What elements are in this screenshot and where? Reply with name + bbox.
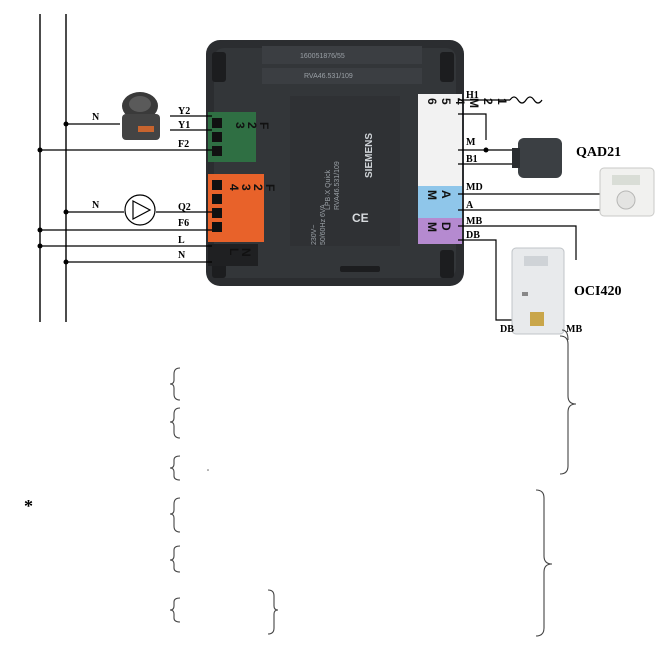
node-n-actuator <box>63 121 69 127</box>
top-code: 160051876/55 <box>300 53 345 60</box>
blue-terminal-number-1: A <box>439 190 453 199</box>
node-m <box>483 147 489 153</box>
purple-terminal-number-1: D <box>439 222 453 231</box>
power-terminal-number-1: N <box>239 248 253 257</box>
blue-terminal-number-0: M <box>425 190 439 200</box>
orange-terminal-number-1: 3 <box>239 184 253 191</box>
wire-h1-return <box>458 113 487 140</box>
label-oci-db: DB <box>500 324 514 335</box>
controller-body <box>206 40 464 286</box>
resistor-h1-icon <box>509 96 543 104</box>
power-terminal-number-0: L <box>227 248 241 255</box>
power-terminal-block <box>208 244 258 266</box>
label-a: A <box>466 200 474 211</box>
label-qad21: QAD21 <box>576 145 621 160</box>
label-f2: F2 <box>178 139 189 150</box>
orange-terminal-block <box>208 174 264 242</box>
label-b1: B1 <box>466 154 478 165</box>
white-terminal-number-3: M <box>467 98 481 108</box>
purple-terminal-block <box>418 218 462 244</box>
blue-terminal-block <box>418 186 462 218</box>
brand-label: SIEMENS <box>364 133 375 178</box>
side-text-group-2: 230V~ 50/60Hz 6VA <box>311 204 327 245</box>
label-y1: Y1 <box>178 120 190 131</box>
label-n-pump: N <box>92 200 100 211</box>
brace-left-6 <box>169 597 181 623</box>
brace-left-2 <box>169 407 181 439</box>
orange-terminal-number-3: F <box>263 184 277 191</box>
asterisk-mark: * <box>24 496 33 516</box>
wire-mb <box>458 225 577 260</box>
white-terminal-number-1: 5 <box>439 98 453 105</box>
green-terminal-number-2: F <box>257 122 271 129</box>
label-f6: F6 <box>178 218 189 229</box>
side-text-2: RVA46.531/109 <box>334 161 341 210</box>
brace-left-4 <box>169 497 181 533</box>
node-f2 <box>37 147 43 153</box>
white-terminal-block <box>418 94 462 186</box>
node-n-pump <box>63 209 69 215</box>
brace-left-3 <box>169 455 181 481</box>
side-text-group: LPB·X Quick RVA46.531/109 <box>325 161 341 210</box>
side-text-1: LPB·X Quick <box>325 169 332 210</box>
oci420-module <box>511 247 565 335</box>
white-terminal-number-4: 2 <box>481 98 495 105</box>
brace-left-1 <box>169 367 181 401</box>
dot-mark <box>207 469 209 471</box>
label-q2: Q2 <box>178 202 191 213</box>
label-l: L <box>178 235 185 246</box>
label-mb: MB <box>466 216 482 227</box>
wire-db <box>458 239 524 321</box>
orange-terminal-number-0: 4 <box>227 184 241 191</box>
node-l <box>37 243 43 249</box>
label-m: M <box>466 137 476 148</box>
node-n-bottom <box>63 259 69 265</box>
brace-right-1 <box>559 335 577 475</box>
side-text-3: 230V~ <box>311 225 318 245</box>
model-code: RVA46.531/109 <box>304 73 353 80</box>
node-f6 <box>37 227 43 233</box>
oci-mb-curve <box>561 329 569 341</box>
white-terminal-number-0: 6 <box>425 98 439 105</box>
purple-terminal-number-0: M <box>425 222 439 232</box>
orange-terminal-number-2: 2 <box>251 184 265 191</box>
label-n-top: N <box>92 112 100 123</box>
green-terminal-block <box>208 112 256 162</box>
green-terminal-number-0: 3 <box>233 122 247 129</box>
side-text-4: 50/60Hz 6VA <box>320 204 327 245</box>
room-unit <box>599 167 655 217</box>
label-oci-mb: MB <box>566 324 582 335</box>
brace-right-2 <box>535 489 553 637</box>
brace-right-small <box>267 589 279 635</box>
label-n-bottom: N <box>178 250 186 261</box>
label-oci420: OCI420 <box>574 284 621 299</box>
pump-arrow-icon <box>132 200 152 220</box>
brace-left-5 <box>169 545 181 573</box>
label-h1: H1 <box>466 90 479 101</box>
ce-mark: CE <box>352 211 369 225</box>
white-terminal-number-2: 4 <box>453 98 467 105</box>
label-y2: Y2 <box>178 106 190 117</box>
label-md: MD <box>466 182 483 193</box>
label-db: DB <box>466 230 480 241</box>
qad21-sensor <box>512 138 562 178</box>
white-terminal-number-5: 1 <box>495 98 509 105</box>
actuator-device <box>122 92 160 140</box>
green-terminal-number-1: 2 <box>245 122 259 129</box>
